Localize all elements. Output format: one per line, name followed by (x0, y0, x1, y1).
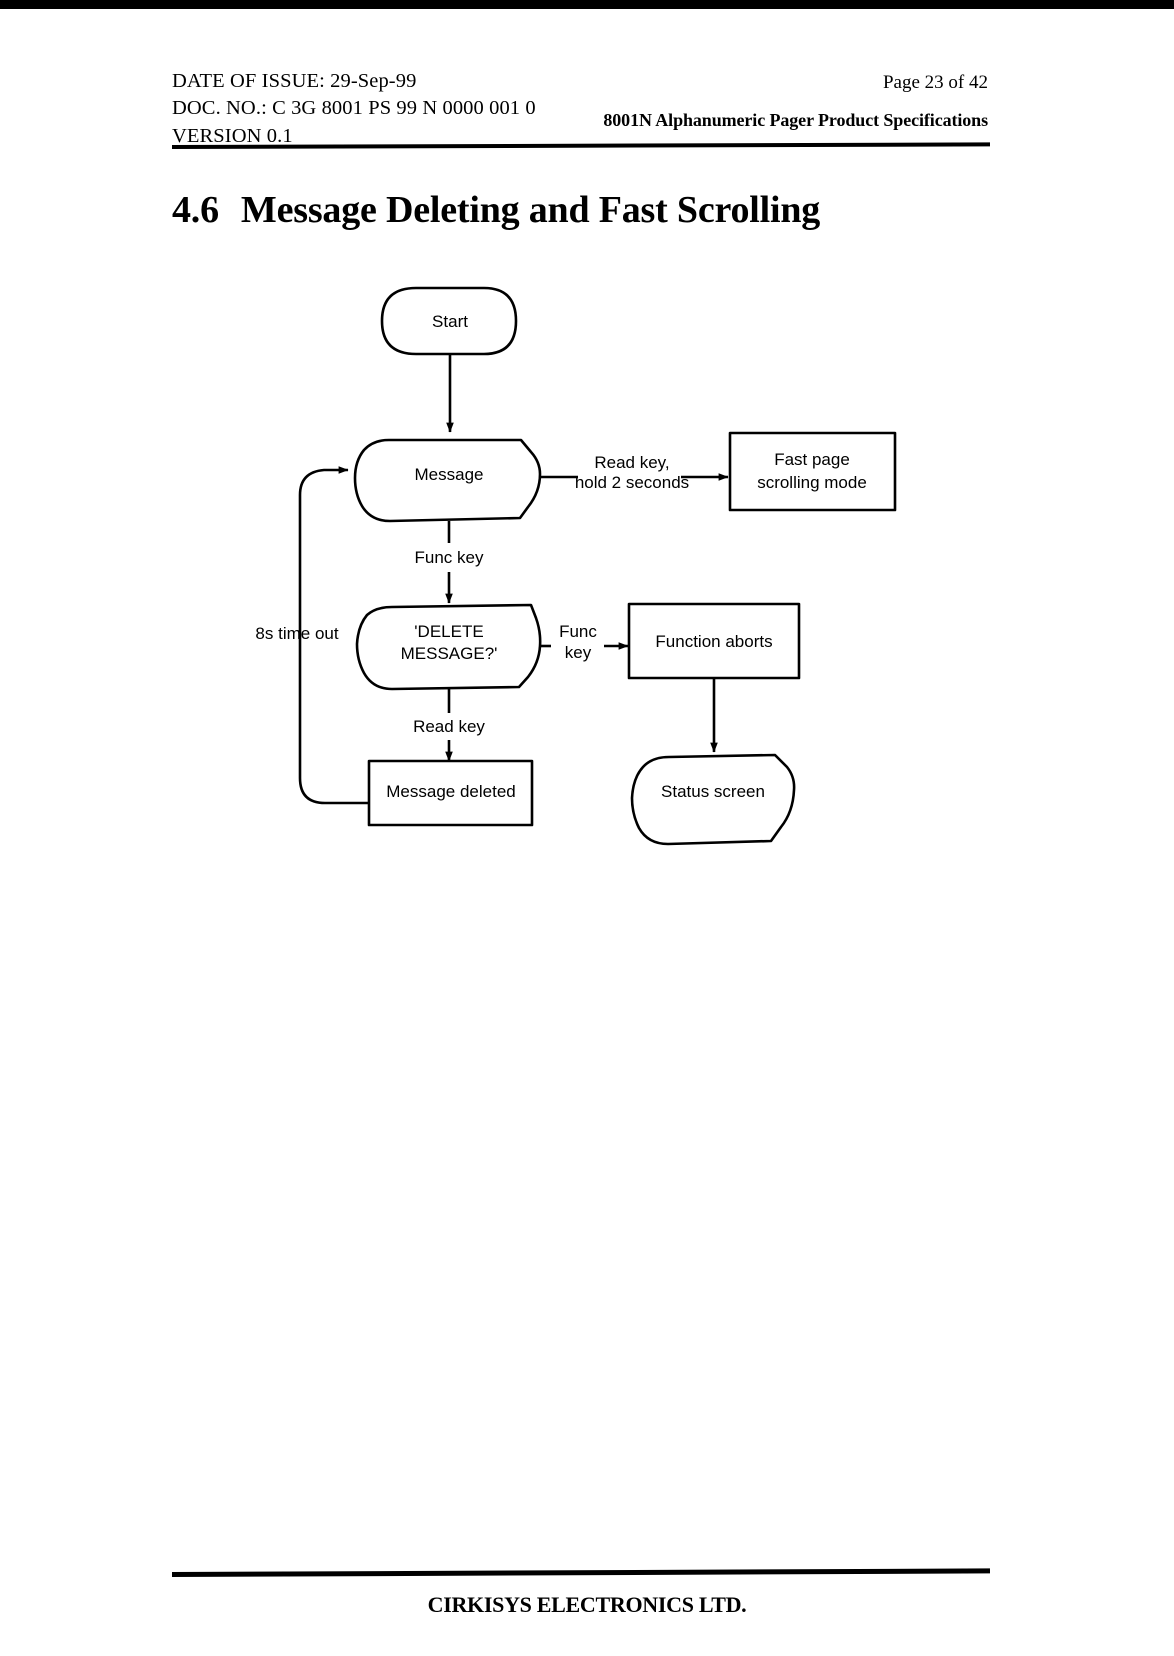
footer-divider (171, 1568, 991, 1577)
node-delete-message-line1: 'DELETE (414, 622, 483, 641)
edge-label-func-key-vertical: Func key (415, 548, 484, 567)
node-fast-page-line1: Fast page (774, 450, 850, 469)
header-version: VERSION 0.1 (172, 124, 293, 147)
node-start-label: Start (432, 312, 468, 331)
section-number: 4.6 (172, 189, 219, 231)
node-status-screen-label: Status screen (661, 782, 765, 801)
edge-label-func-branch-line1: Func (559, 622, 597, 641)
edge-label-func-branch-line2: key (565, 643, 592, 662)
footer-company: CIRKISYS ELECTRONICS LTD. (427, 1592, 747, 1617)
edge-label-read-key: Read key (413, 717, 485, 736)
edge-label-timeout: 8s time out (255, 624, 338, 643)
node-start: Start (380, 286, 518, 356)
node-message-label: Message (415, 465, 484, 484)
node-fast-page-scrolling-mode: Fast page scrolling mode (728, 431, 897, 512)
node-status-screen: Status screen (630, 753, 796, 846)
node-delete-message-line2: MESSAGE?' (401, 644, 498, 663)
header-date-of-issue: DATE OF ISSUE: 29-Sep-99 (172, 70, 417, 92)
node-fast-page-line2: scrolling mode (757, 473, 867, 492)
page-title: 4.6 Message Deleting and Fast Scrolling (172, 188, 820, 232)
header-left-block: DATE OF ISSUE: 29-Sep-99 DOC. NO.: C 3G … (172, 68, 536, 150)
node-function-aborts: Function aborts (627, 602, 801, 680)
edge-label-read-key-hold-line2: hold 2 seconds (575, 473, 689, 492)
node-function-aborts-label: Function aborts (655, 632, 772, 651)
header-doc-number: DOC. NO.: C 3G 8001 PS 99 N 0000 001 0 (172, 97, 536, 120)
node-delete-message-prompt: 'DELETE MESSAGE?' (355, 603, 542, 691)
node-message: Message (353, 438, 542, 523)
section-title-text: Message Deleting and Fast Scrolling (240, 189, 821, 231)
connector-timeout-feedback (298, 466, 369, 805)
edge-label-read-key-hold-line1: Read key, (594, 453, 669, 472)
document-title: 8001N Alphanumeric Pager Product Specifi… (603, 110, 988, 130)
node-message-deleted: Message deleted (367, 759, 534, 827)
scan-artifact-bar (0, 0, 1174, 9)
node-message-deleted-label: Message deleted (386, 782, 515, 801)
page-indicator: Page 23 of 42 (882, 72, 988, 93)
